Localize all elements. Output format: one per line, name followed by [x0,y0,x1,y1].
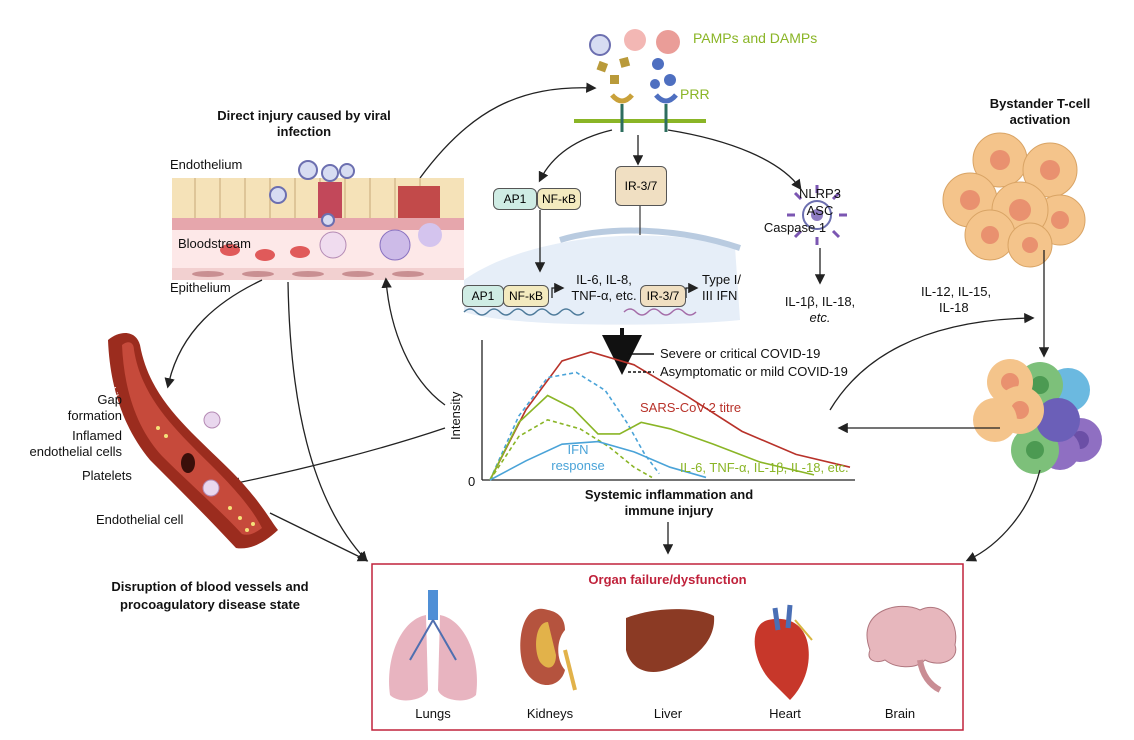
legend-severe: Severe or critical COVID-19 [660,346,821,361]
chart-axes [481,340,855,481]
kidneys-icon [520,608,577,691]
nfkb-box: NF-κB [537,188,581,210]
series-line-3 [489,418,653,481]
organ-brain-label: Brain [884,706,916,721]
il-products-line2: TNF-α, etc. [571,288,637,303]
inflamed-cells-label: Inflamed endothelial cells [29,428,122,459]
pamps-label: PAMPs and DAMPs [693,30,818,46]
ap1-box: AP1 [493,188,537,210]
nlrp3-label: NLRP3 [799,186,841,201]
bloodstream-label: Bloodstream [178,236,251,251]
series-line-0 [489,351,851,481]
lungs-icon [389,590,477,701]
systemic-title: Systemic inflammation and immune injury [584,487,754,518]
platelets-label: Platelets [82,468,132,483]
prr-receptors [574,93,706,132]
gap-formation-label: Gap formation [67,392,122,423]
il1b-etc-label: etc. [809,310,831,325]
organ-liver-label: Liver [653,706,683,721]
series-line-4 [489,440,707,481]
type-ifn-line2: III IFN [702,288,738,303]
type-ifn-line1: Type I/ [702,272,742,287]
series-line-1 [489,371,660,481]
tissue-illustration [172,160,464,280]
prr-label: PRR [680,86,710,102]
organ-kidneys-label: Kidneys [526,706,574,721]
bystander-title: Bystander T-cell activation [989,96,1091,127]
series-line-2 [489,394,815,481]
il1b-label: IL-1β, IL-18, [784,294,856,309]
disruption-title: Disruption of blood vessels and procoagu… [111,579,309,612]
ifn-series-label: IFN response [551,442,605,473]
liver-icon [626,609,715,672]
inflammasome-icon [787,185,847,245]
epithelium-label: Epithelium [170,280,231,295]
cytokine-series-label: IL-6, TNF-α, IL-1β, IL-18, etc. [680,460,849,475]
blood-vessel [108,333,278,549]
bystander-t-cells [942,132,1086,268]
sars-series-label: SARS-CoV-2 titre [640,400,742,415]
il18-label: IL-18 [939,300,969,315]
pamp-particles [589,29,680,89]
ir37-dna-box: IR-3/7 [640,285,686,307]
chart-series [489,351,851,481]
endothelial-cell-label: Endothelial cell [96,512,184,527]
ir37-box: IR-3/7 [615,166,667,206]
brain-icon [866,605,957,693]
legend-mild: Asymptomatic or mild COVID-19 [660,364,848,379]
il12-label: IL-12, IL-15, [921,284,992,299]
ap1-dna-box: AP1 [462,285,504,307]
asc-label: ASC [806,203,834,218]
chart-ylabel: Intensity [448,391,463,440]
organ-lungs-label: Lungs [415,706,451,721]
caspase-label: Caspase 1 [763,220,827,235]
direct-injury-title: Direct injury caused by viral infection [217,108,391,139]
activated-immune-cells [973,359,1102,474]
il-products-line1: IL-6, IL-8, [576,272,632,287]
chart-y-origin: 0 [468,474,476,489]
heart-icon [754,604,813,700]
endothelium-label: Endothelium [170,157,243,172]
organ-title: Organ failure/dysfunction [588,572,747,587]
nfkb-dna-box: NF-κB [503,285,549,307]
organ-heart-label: Heart [769,706,801,721]
